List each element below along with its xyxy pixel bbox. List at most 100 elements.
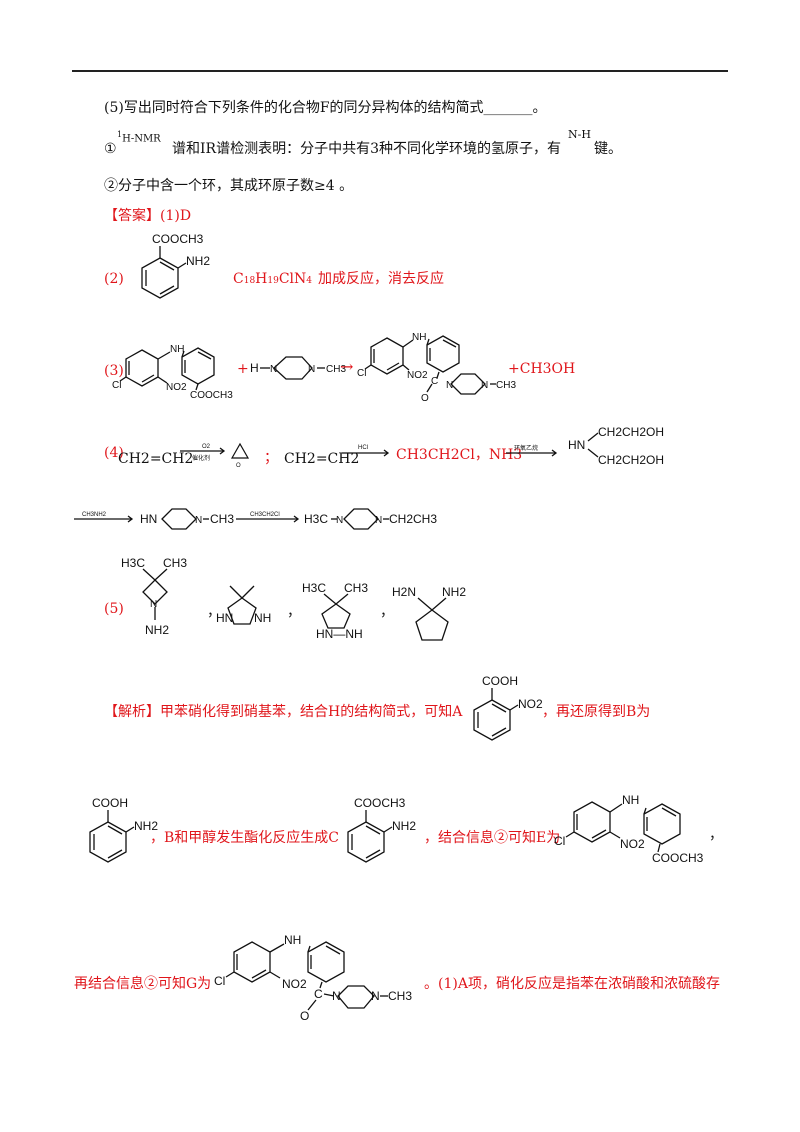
- q5-cond1-end: 键。: [594, 141, 622, 157]
- compound-c-structure: COOCH3 NH2: [347, 796, 416, 863]
- label-ch3: CH3: [326, 364, 346, 375]
- q5-cond1-text: 谱和IR谱检测表明：分子中共有3种不同化学环境的氢原子，有: [172, 141, 561, 157]
- label-ch2ch3: CH2CH3: [389, 512, 437, 526]
- compound-a-structure: COOH NO2: [473, 674, 543, 741]
- a3-plus: +: [237, 361, 249, 377]
- label-nh2: NH2: [392, 819, 416, 833]
- label-h3c: H3C: [304, 512, 328, 526]
- label-cooch3: COOCH3: [152, 232, 204, 246]
- label-nh: NH: [412, 332, 426, 343]
- label-nh: NH: [284, 933, 301, 947]
- a2-reactions: 加成反应，消去反应: [318, 271, 444, 287]
- label-n: N: [446, 380, 453, 391]
- label-ch3nh2: CH3NH2: [82, 512, 107, 518]
- label-cat: 催化剂: [192, 454, 210, 462]
- label-no2: NO2: [620, 837, 645, 851]
- a4-semicolon: ；: [264, 450, 278, 466]
- label-cooh: COOH: [482, 674, 518, 688]
- label-hn: HN: [568, 438, 585, 452]
- compound-e-structure: Cl NH NO2 COOCH3: [112, 344, 233, 401]
- a4-ethylene: CH2=CH2: [118, 451, 194, 467]
- label-nh2: NH2: [134, 819, 158, 833]
- label-ch3: CH3: [496, 380, 516, 391]
- label-nh2: NH2: [145, 623, 169, 637]
- analysis-p3a: 再结合信息②可知G为: [74, 976, 212, 992]
- label-hn-nh: HN—NH: [316, 627, 363, 641]
- analysis-p1a: 【解析】甲苯硝化得到硝基苯，结合H的结构简式，可知A: [104, 704, 463, 720]
- a5-num: (5): [104, 601, 124, 617]
- a3-byproduct: +CH3OH: [508, 361, 576, 377]
- a2-num: (2): [104, 271, 124, 287]
- a2-formula: C18H19ClN4: [233, 271, 313, 287]
- label-h3c: H3C: [302, 581, 326, 595]
- label-cl: Cl: [357, 368, 366, 379]
- label-ch3: CH3: [210, 512, 234, 526]
- answer-tag: 【答案】(1)D: [104, 208, 192, 224]
- label-o: O: [300, 1009, 309, 1023]
- analysis-p2c: ，: [709, 827, 723, 843]
- label-cl: Cl: [112, 380, 121, 391]
- label-n: N: [371, 989, 380, 1003]
- label-no2: NO2: [518, 697, 543, 711]
- label-no2: NO2: [407, 370, 428, 381]
- q5-cond2: ②分子中含一个环，其成环原子数≥4 。: [104, 178, 354, 194]
- label-ch3: CH3: [163, 556, 187, 570]
- n-methylpiperazine-structure: H N N CH3: [250, 356, 346, 380]
- oxidation-arrow: O2 催化剂 O: [180, 442, 250, 469]
- isomer-azetidine: H3C CH3 N NH2: [121, 556, 187, 637]
- label-hcl: HCl: [358, 445, 368, 451]
- label-ch3: CH3: [344, 581, 368, 595]
- label-nh: NH: [622, 793, 639, 807]
- label-h: H: [250, 361, 259, 375]
- a4-products: CH3CH2Cl，NH3: [396, 447, 523, 463]
- label-o: O: [236, 463, 241, 469]
- isomer-imidazolidine: HN NH: [216, 585, 271, 625]
- a5-sep3: ，: [380, 604, 394, 620]
- compound-e-analysis-structure: Cl NH NO2 COOCH3: [554, 793, 704, 865]
- q5-prompt: (5)写出同时符合下列条件的化合物F的同分异构体的结构简式_______。: [104, 100, 547, 116]
- hcl-arrow: HCl: [342, 445, 390, 457]
- a5-sep1: ，: [207, 604, 221, 620]
- isomer-cyclopentanediamine: H2N NH2: [392, 585, 466, 641]
- ring-open-arrow: 环氧乙烷: [506, 444, 558, 457]
- label-o: O: [421, 393, 429, 404]
- label-cl: Cl: [214, 974, 225, 988]
- label-n: N: [195, 515, 202, 526]
- label-cooch3: COOCH3: [190, 390, 233, 401]
- analysis-p2a: ，B和甲醇发生酯化反应生成C: [150, 830, 339, 846]
- label-n: N: [308, 364, 315, 375]
- label-n: N: [150, 599, 157, 610]
- a4-ethylene2: CH2=CH2: [284, 451, 360, 467]
- methyl-anthranilate-structure: COOCH3 NH2: [141, 232, 210, 299]
- compound-g-structure: Cl NH NO2 C O N N CH3: [357, 332, 516, 404]
- analysis-p1b: ，再还原得到B为: [542, 704, 651, 720]
- label-nh: NH: [170, 344, 184, 355]
- label-cooch3: COOCH3: [354, 796, 406, 810]
- label-n: N: [481, 380, 488, 391]
- label-ch3ch2cl: CH3CH2Cl: [250, 512, 280, 518]
- label-o2: O2: [202, 444, 211, 450]
- label-cooh: COOH: [92, 796, 128, 810]
- label-ch3: CH3: [388, 989, 412, 1003]
- diethanolamine-structure: HN CH2CH2OH CH2CH2OH: [568, 425, 664, 467]
- analysis-p3b: 。(1)A项，硝化反应是指苯在浓硝酸和浓硫酸存: [424, 976, 720, 992]
- label-no2: NO2: [282, 977, 307, 991]
- label-nh2: NH2: [186, 254, 210, 268]
- q5-nh-label: N-H: [568, 128, 591, 141]
- label-c: C: [431, 376, 438, 387]
- label-n: N: [270, 364, 277, 375]
- label-n: N: [375, 515, 382, 526]
- analysis-p2b: ，结合信息②可知E为: [424, 830, 561, 846]
- label-hn: HN: [140, 512, 157, 526]
- label-cl: Cl: [554, 834, 565, 848]
- label-n: N: [332, 989, 341, 1003]
- q5-cond1-num: ①: [104, 141, 117, 157]
- label-h3c: H3C: [121, 556, 145, 570]
- a4-num: (4): [104, 445, 124, 461]
- label-ringopen: 环氧乙烷: [514, 444, 538, 452]
- label-n: N: [336, 515, 343, 526]
- compound-b-structure: COOH NH2: [89, 796, 158, 863]
- label-h2n: H2N: [392, 585, 416, 599]
- label-cooch3: COOCH3: [652, 851, 704, 865]
- label-nh: NH: [254, 611, 271, 625]
